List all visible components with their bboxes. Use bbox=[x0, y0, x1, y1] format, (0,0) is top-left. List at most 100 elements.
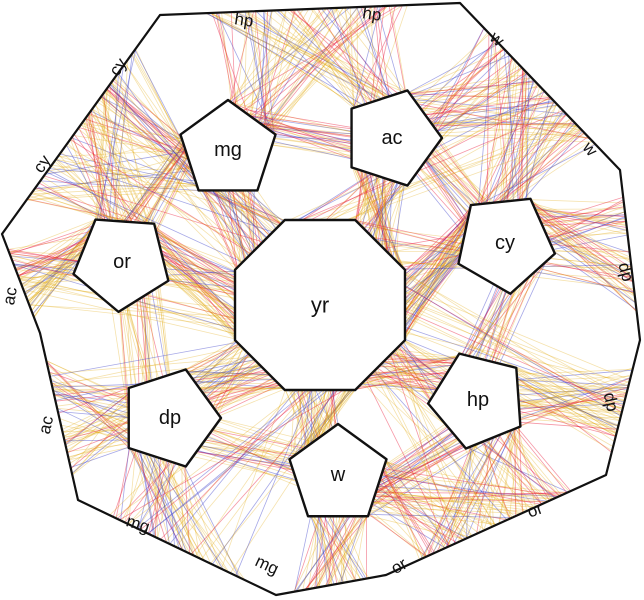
edge-line bbox=[152, 455, 224, 571]
edge-line bbox=[216, 12, 240, 108]
edge-line bbox=[237, 11, 354, 109]
edge-line bbox=[87, 115, 132, 223]
edge-line bbox=[212, 190, 273, 233]
edge-line bbox=[349, 7, 355, 108]
edge-line bbox=[269, 5, 388, 131]
edge-line bbox=[205, 190, 281, 225]
edge-line bbox=[45, 150, 186, 175]
node-mg[interactable]: mg bbox=[179, 98, 277, 192]
edge-line bbox=[367, 372, 448, 379]
edge-line bbox=[85, 117, 109, 221]
edge-line bbox=[369, 173, 390, 255]
edge-line bbox=[329, 389, 337, 426]
edge-line bbox=[31, 246, 85, 312]
edge-line bbox=[319, 389, 347, 438]
edge-line bbox=[404, 222, 468, 312]
edge-line bbox=[372, 502, 527, 512]
edge-line bbox=[118, 72, 148, 224]
edge-line bbox=[154, 458, 161, 538]
edge-line bbox=[419, 41, 498, 108]
edge-line bbox=[516, 377, 612, 453]
edge-line bbox=[518, 386, 629, 396]
edge-line bbox=[15, 238, 88, 270]
edge-line bbox=[537, 214, 634, 283]
node-cy-shape bbox=[457, 197, 557, 295]
edge-line bbox=[385, 358, 454, 364]
edge-line bbox=[70, 391, 130, 470]
edge-line bbox=[131, 448, 184, 551]
edge-line bbox=[80, 123, 146, 224]
edge-line bbox=[366, 378, 516, 517]
edge-line bbox=[352, 167, 380, 244]
edge-line bbox=[161, 252, 236, 315]
edge-line bbox=[404, 215, 469, 275]
edge-line bbox=[318, 516, 321, 588]
edge-line bbox=[64, 393, 129, 445]
edge-line bbox=[408, 43, 500, 93]
edge-line bbox=[372, 501, 470, 538]
edge-line bbox=[203, 190, 242, 264]
edge-line bbox=[100, 96, 154, 224]
edge-line bbox=[159, 244, 236, 301]
node-dp[interactable]: dp bbox=[127, 368, 223, 468]
node-hp-label: hp bbox=[467, 389, 489, 411]
edge-line bbox=[494, 39, 509, 202]
edge-line bbox=[374, 494, 458, 544]
edge-line bbox=[209, 12, 404, 93]
edge-line bbox=[73, 135, 187, 154]
edge-line bbox=[296, 9, 368, 104]
edge-line bbox=[68, 447, 129, 461]
edge-line bbox=[7, 236, 89, 250]
center-node-yr[interactable]: yr bbox=[233, 218, 407, 392]
edge-line bbox=[385, 460, 486, 531]
edge-line bbox=[248, 190, 259, 248]
edge-line bbox=[21, 231, 91, 286]
edge-line bbox=[238, 8, 328, 109]
edge-line bbox=[129, 448, 184, 551]
node-hp[interactable]: hp bbox=[426, 352, 522, 450]
edge-line bbox=[137, 450, 188, 553]
node-w[interactable]: w bbox=[288, 422, 388, 518]
edge-line bbox=[9, 253, 79, 262]
edge-line bbox=[248, 11, 268, 129]
edge-line bbox=[504, 88, 543, 202]
edge-line bbox=[70, 419, 129, 469]
edge-line bbox=[364, 364, 453, 381]
edge-line bbox=[325, 516, 356, 587]
edge-line bbox=[32, 242, 87, 316]
edge-line bbox=[314, 389, 321, 438]
edge-line bbox=[353, 168, 389, 254]
edge-line bbox=[162, 258, 236, 316]
edge-line bbox=[212, 348, 244, 407]
edge-line bbox=[88, 113, 187, 154]
edge-line bbox=[155, 229, 236, 284]
edge-line bbox=[71, 137, 120, 222]
edge-line bbox=[117, 461, 173, 520]
node-cy[interactable]: cy bbox=[457, 197, 557, 295]
node-or[interactable]: or bbox=[72, 218, 170, 314]
edge-line bbox=[15, 249, 84, 270]
edge-line bbox=[204, 387, 283, 396]
edge-line bbox=[147, 460, 168, 534]
edge-line bbox=[154, 227, 236, 302]
edge-line bbox=[64, 439, 129, 442]
edge-line bbox=[392, 351, 443, 381]
edge-line bbox=[160, 249, 236, 315]
node-mg-shape bbox=[179, 98, 277, 192]
edge-line bbox=[137, 450, 195, 556]
edge-line bbox=[72, 430, 129, 476]
edge-line bbox=[66, 411, 129, 451]
edge-line bbox=[162, 458, 212, 564]
edge-line bbox=[384, 178, 387, 252]
edge-line bbox=[362, 381, 438, 390]
edge-line bbox=[293, 516, 320, 592]
edge-line bbox=[404, 340, 451, 369]
edge-line bbox=[404, 251, 462, 311]
edge-line bbox=[296, 389, 335, 454]
edge-line bbox=[372, 5, 396, 102]
edge-line bbox=[331, 389, 339, 425]
edge-line bbox=[186, 370, 271, 377]
edge-line bbox=[535, 208, 625, 210]
node-ac[interactable]: ac bbox=[350, 89, 444, 187]
